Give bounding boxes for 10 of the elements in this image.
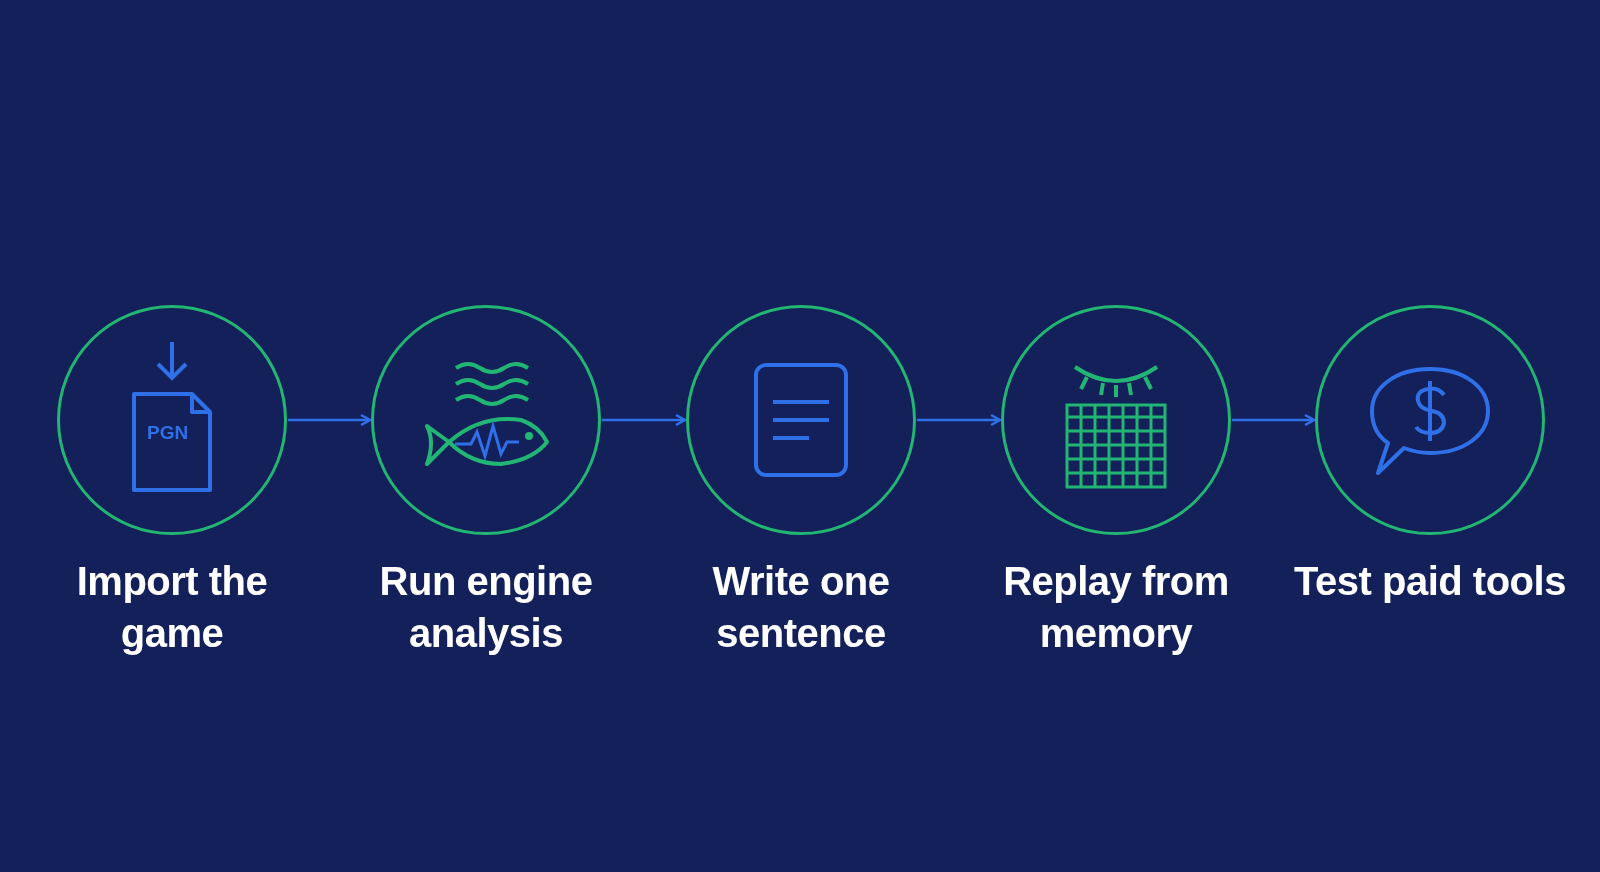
arrow — [1232, 413, 1316, 427]
step-label: Test paid tools — [1293, 558, 1567, 605]
step-label: Replay from memory — [1002, 558, 1230, 657]
file-format-label: PGN — [147, 422, 189, 444]
step-label: Run engine analysis — [378, 558, 594, 657]
arrow — [917, 413, 1002, 427]
arrow — [602, 413, 687, 427]
step-label: Write one sentence — [711, 558, 891, 657]
step-label: Import the game — [75, 558, 269, 657]
arrow — [288, 413, 372, 427]
